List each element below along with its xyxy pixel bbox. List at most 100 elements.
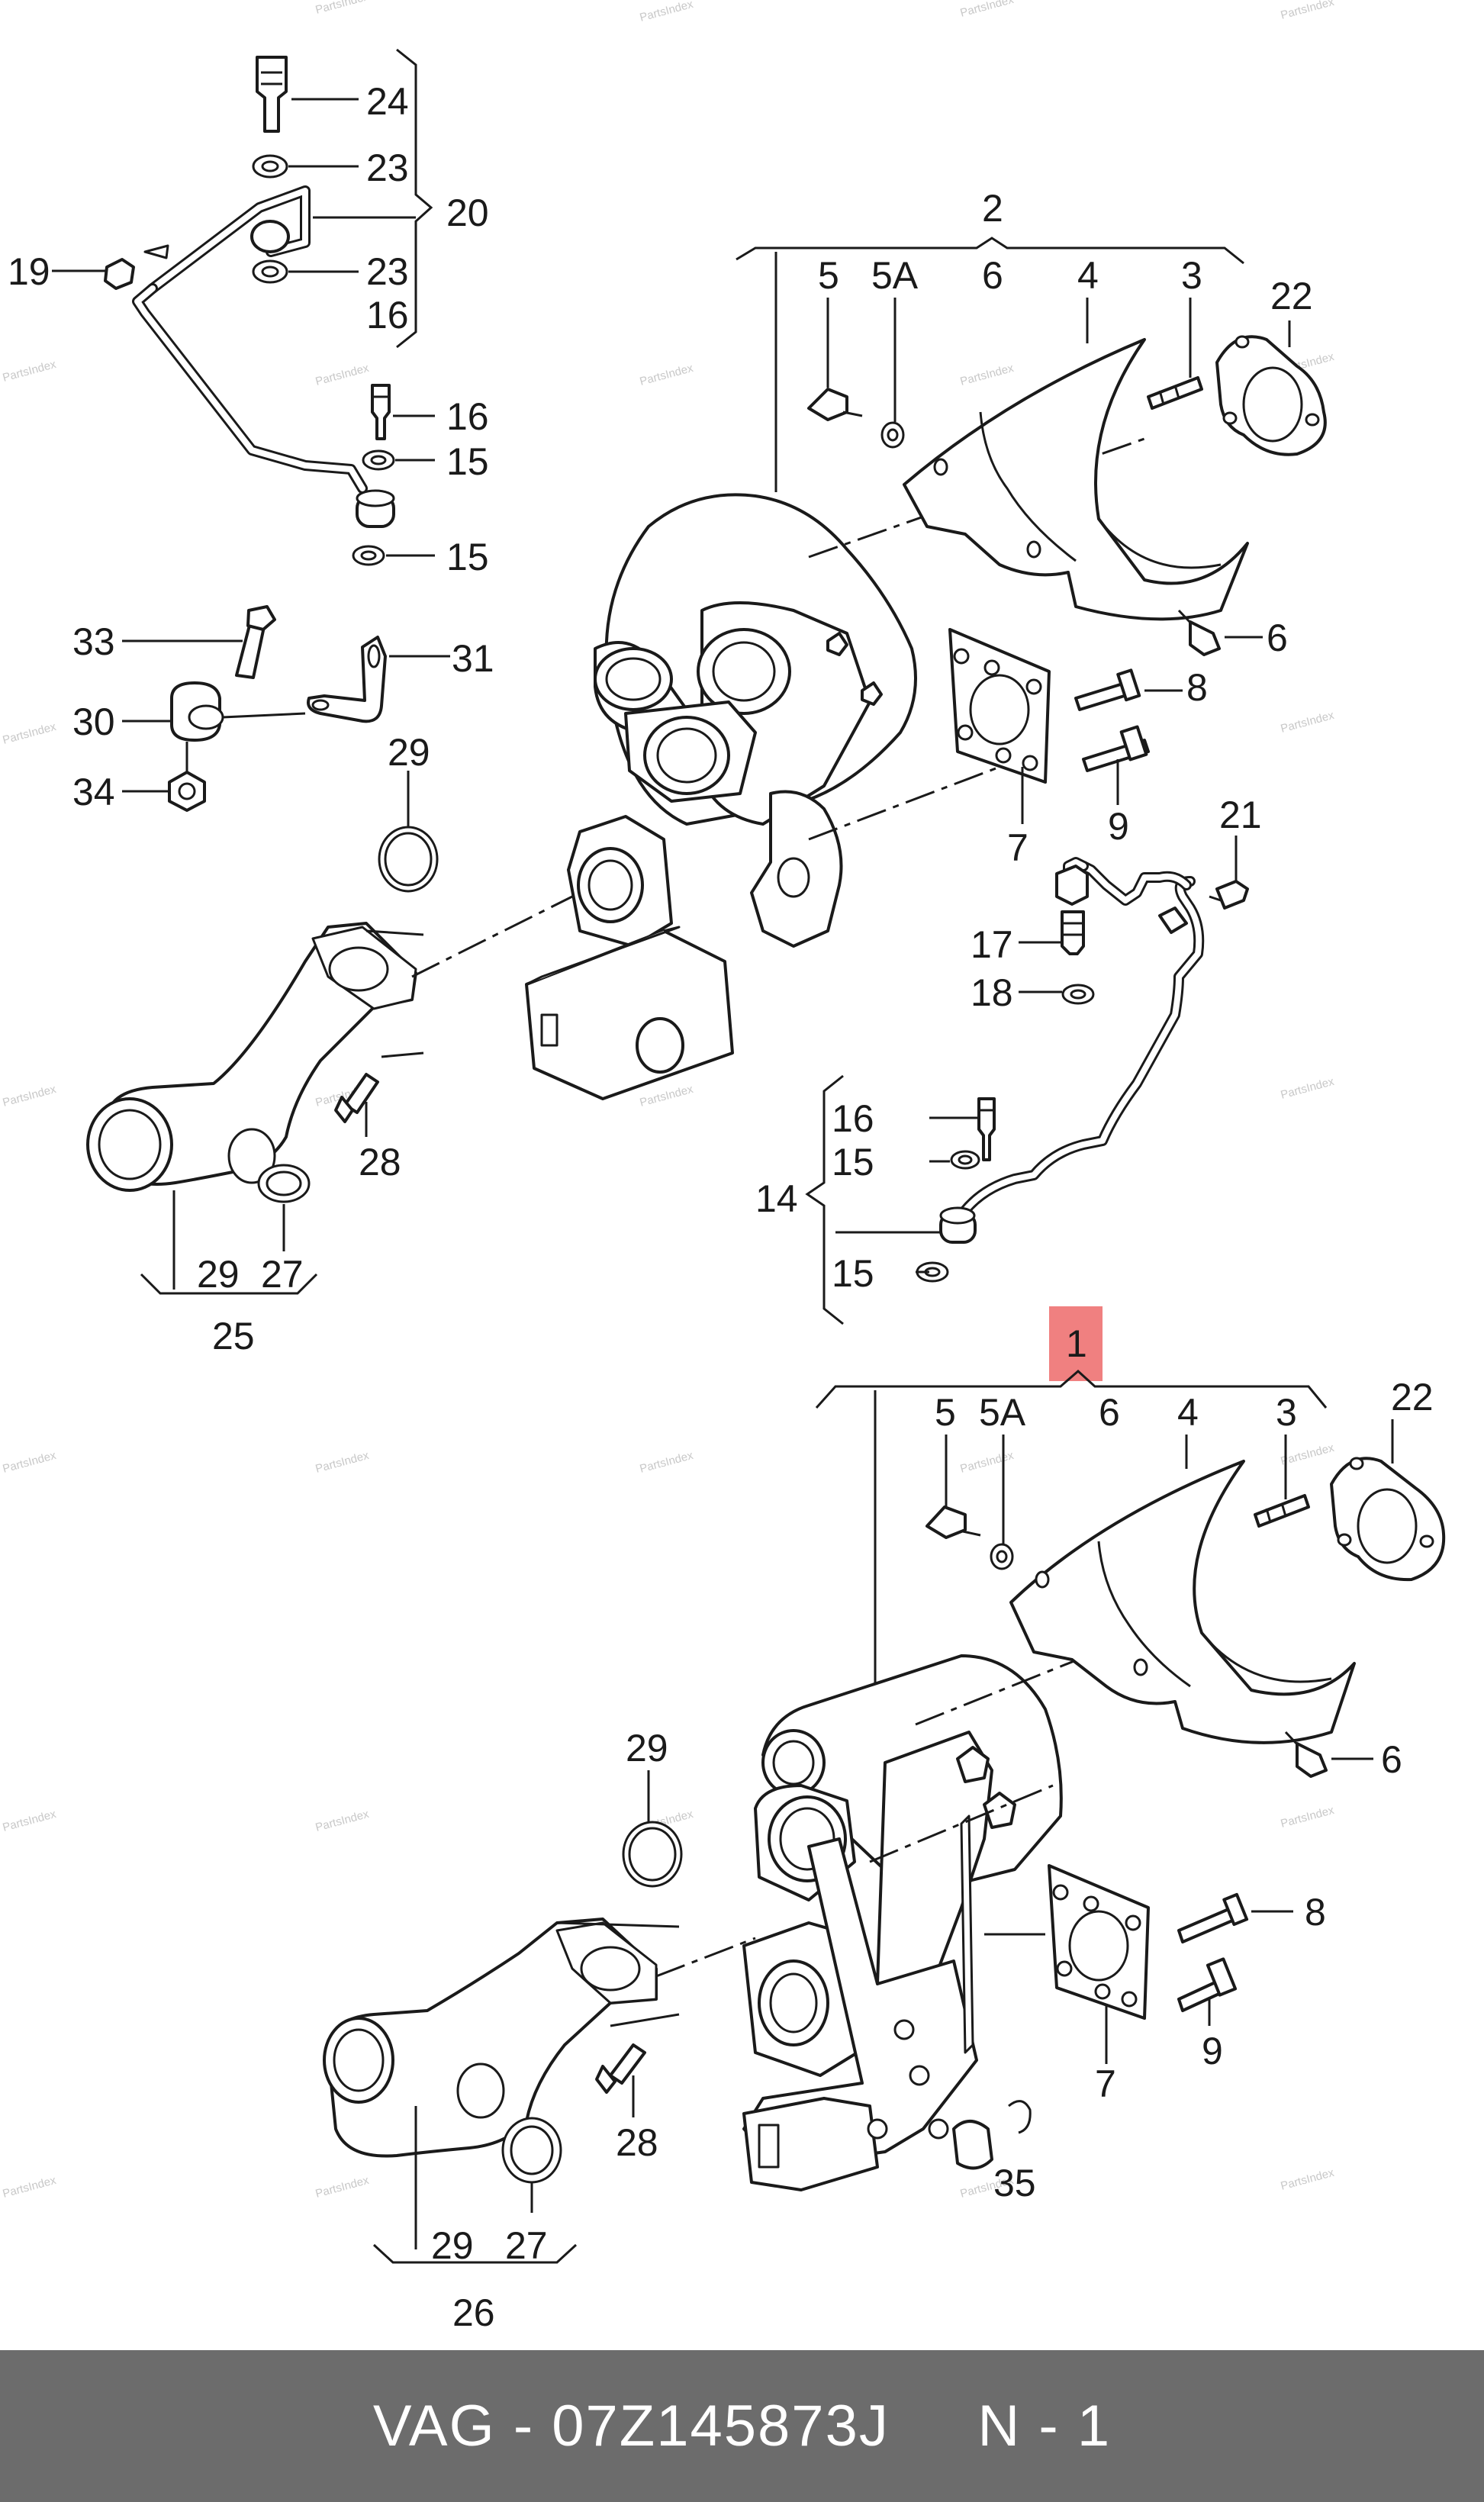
union-17 (1055, 865, 1089, 906)
bracket-group (122, 605, 450, 812)
bolt-8b (1177, 1906, 1238, 1943)
coolant-elbow (105, 922, 417, 1186)
label-15c: 15 (832, 1141, 874, 1183)
footer-bar: VAG - 07Z145873J N - 1 (0, 2350, 1484, 2502)
nut-19 (104, 258, 135, 290)
bolt-6a (1189, 620, 1221, 656)
watermark: PartsIndex (1280, 1441, 1336, 1468)
label-16b: 16 (446, 395, 489, 438)
label-3a: 3 (1181, 254, 1202, 297)
watermark: PartsIndex (959, 0, 1016, 20)
label-2: 2 (982, 187, 1003, 230)
label-27b: 27 (505, 2224, 548, 2267)
bolt-5b (925, 1505, 967, 1539)
label-5b: 5 (935, 1391, 956, 1434)
label-29a: 29 (388, 731, 430, 774)
label-35: 35 (993, 2162, 1036, 2204)
label-1: 1 (1066, 1322, 1087, 1365)
label-8b: 8 (1305, 1891, 1326, 1934)
label-15d: 15 (832, 1252, 874, 1295)
watermark: PartsIndex (959, 1449, 1016, 1476)
label-14: 14 (755, 1177, 798, 1220)
label-34: 34 (72, 771, 115, 813)
watermark: PartsIndex (639, 1083, 695, 1109)
label-5A-b: 5A (979, 1391, 1026, 1434)
label-20: 20 (446, 192, 489, 234)
label-19: 19 (8, 250, 50, 293)
label-15b: 15 (446, 536, 489, 578)
watermark: PartsIndex (959, 362, 1016, 388)
watermark: PartsIndex (1280, 1075, 1336, 1102)
watermark: PartsIndex (1280, 2166, 1336, 2193)
bolt-28b (609, 2043, 646, 2085)
label-16c: 16 (832, 1097, 874, 1140)
label-23a: 23 (366, 147, 409, 189)
watermark: PartsIndex (639, 0, 695, 24)
label-28a: 28 (359, 1141, 401, 1183)
label-9b: 9 (1202, 2030, 1223, 2072)
label-8a: 8 (1186, 666, 1208, 709)
watermark: PartsIndex (2, 2174, 58, 2201)
gasket-group-upper (948, 628, 1183, 824)
label-6c: 6 (1099, 1391, 1120, 1434)
watermark: PartsIndex (314, 1449, 371, 1476)
label-16a: 16 (366, 294, 409, 336)
label-31: 31 (452, 637, 494, 680)
label-22a: 22 (1270, 275, 1313, 317)
oil-return-pipe-14 (805, 836, 1249, 1325)
stud-3b (1254, 1494, 1310, 1528)
watermark: PartsIndex (2, 720, 58, 747)
elbow-group-25 (86, 771, 657, 1295)
watermark: PartsIndex (314, 0, 371, 17)
watermark: PartsIndex (2, 1808, 58, 1834)
label-33: 33 (72, 620, 115, 663)
label-29c: 29 (626, 1727, 668, 1769)
stud-3 (1147, 376, 1203, 410)
bolt-6d (1296, 1742, 1328, 1778)
label-15a: 15 (446, 440, 489, 483)
label-25: 25 (212, 1315, 255, 1357)
oil-feed-pipe-group (52, 48, 435, 566)
watermark: PartsIndex (314, 2174, 371, 2201)
label-4b: 4 (1177, 1391, 1199, 1434)
label-26: 26 (452, 2291, 495, 2334)
coolant-elbow-b (327, 1918, 658, 2158)
watermark: PartsIndex (2, 1083, 58, 1109)
watermark: PartsIndex (1280, 709, 1336, 736)
bolt-16a (371, 384, 391, 440)
bracket-31 (307, 636, 387, 723)
label-24: 24 (366, 80, 409, 123)
label-29b: 29 (197, 1253, 240, 1296)
parts-diagram: PartsIndex PartsIndex PartsIndex PartsIn… (2, 0, 1446, 2334)
label-4a: 4 (1077, 254, 1099, 297)
label-6a: 6 (982, 254, 1003, 297)
label-6b: 6 (1267, 617, 1288, 659)
label-3b: 3 (1276, 1391, 1297, 1434)
label-29d: 29 (431, 2224, 474, 2267)
watermark: PartsIndex (639, 1449, 695, 1476)
bolt-5 (807, 388, 848, 421)
elbow-group-26 (323, 1770, 756, 2264)
label-27a: 27 (261, 1253, 304, 1296)
label-5A-a: 5A (871, 254, 919, 297)
watermark: PartsIndex (1280, 0, 1336, 22)
banjo-bolt-24 (256, 56, 288, 133)
gasket-group-lower (984, 1864, 1293, 2064)
heat-shield-lower (925, 1419, 1446, 1778)
label-5a: 5 (818, 254, 839, 297)
part-labels: 24 23 20 19 23 16 16 15 15 33 31 30 34 2… (8, 80, 1434, 2334)
heat-shield-upper (807, 298, 1327, 656)
label-23b: 23 (366, 250, 409, 293)
label-6d: 6 (1381, 1738, 1402, 1781)
label-18: 18 (971, 971, 1013, 1014)
label-17: 17 (971, 923, 1013, 966)
banjo-union (250, 220, 290, 253)
footer-part-number: VAG - 07Z145873J N - 1 (372, 2394, 1112, 2459)
label-28b: 28 (616, 2121, 658, 2164)
turbocharger-1 (742, 1306, 1328, 2191)
label-22b: 22 (1391, 1376, 1434, 1418)
watermark: PartsIndex (2, 358, 58, 385)
watermark: PartsIndex (1280, 1804, 1336, 1831)
heat-shield-4 (903, 338, 1249, 621)
heat-shield-4b (1009, 1460, 1356, 1744)
